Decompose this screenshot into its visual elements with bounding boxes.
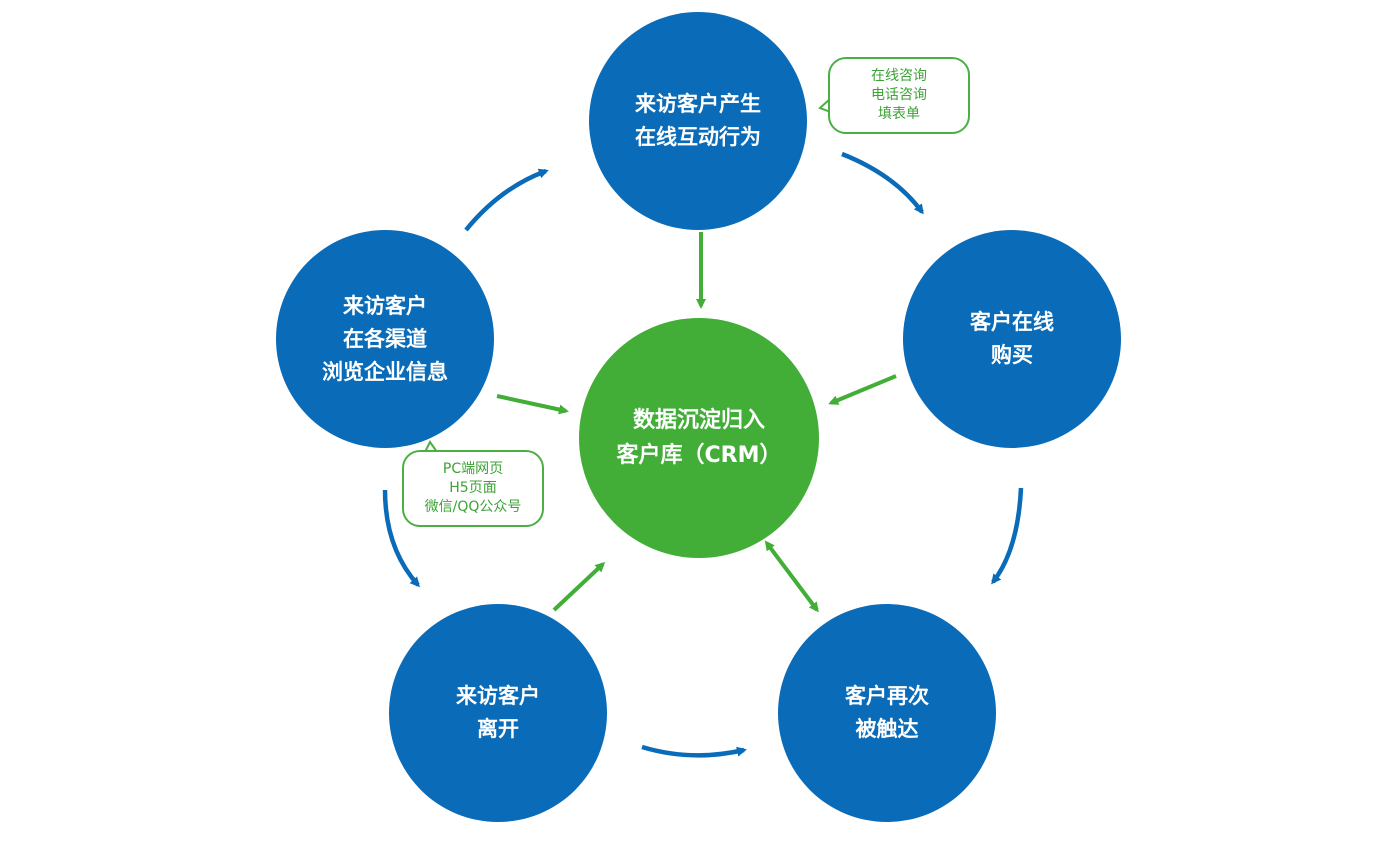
node-visitor-browses-line2: 在各渠道: [343, 326, 427, 351]
callout-interaction-channels: 在线咨询 电话咨询 填表单: [828, 57, 970, 134]
arrow-browse-to-crm: [496, 394, 569, 415]
crm-line2: 客户库（CRM）: [616, 443, 782, 468]
node-recontacted-line2: 被触达: [855, 717, 919, 741]
node-online-purchase: 客户在线 购买: [903, 230, 1121, 448]
arrow-buy-to-retouch: [991, 487, 1024, 585]
node-online-interaction: 来访客户产生 在线互动行为: [589, 12, 807, 230]
node-recontacted: 客户再次 被触达: [778, 604, 996, 822]
callout-interaction-line1: 在线咨询: [871, 68, 927, 84]
node-visitor-leaves-line1: 来访客户: [456, 684, 540, 708]
callout-browse-line1: PC端网页: [442, 461, 504, 477]
node-visitor-leaves: 来访客户 离开: [389, 604, 607, 822]
node-recontacted-line1: 客户再次: [845, 684, 929, 708]
arrow-interact-to-buy: [841, 151, 924, 215]
arrow-buy-to-crm: [828, 374, 897, 405]
node-visitor-browses-line3: 浏览企业信息: [322, 359, 448, 384]
callout-interaction-line2: 电话咨询: [871, 87, 927, 103]
arrow-browse-to-leave: [382, 489, 420, 588]
node-online-interaction-line1: 来访客户产生: [635, 92, 761, 116]
node-online-purchase-line1: 客户在线: [970, 310, 1054, 334]
node-online-interaction-line2: 在线互动行为: [635, 125, 761, 149]
callout-browse-line2: H5页面: [449, 480, 497, 496]
node-visitor-browses: 来访客户 在各渠道 浏览企业信息: [276, 230, 494, 448]
callout-interaction-line3: 填表单: [878, 106, 920, 122]
node-visitor-browses-line1: 来访客户: [343, 293, 427, 318]
arrow-leave-to-retouch: [641, 744, 747, 758]
crm-center-node: 数据沉淀归入 客户库（CRM）: [579, 318, 819, 558]
callout-tail-left: [424, 440, 438, 453]
arrow-leave-to-crm: [552, 561, 606, 612]
arrow-browse-to-interact: [464, 168, 549, 232]
node-online-purchase-line2: 购买: [991, 343, 1033, 367]
callout-browse-line3: 微信/QQ公众号: [424, 499, 522, 515]
arrow-crm-retouch-bidirectional: [764, 540, 819, 613]
crm-line1: 数据沉淀归入: [632, 408, 765, 433]
node-visitor-leaves-line2: 离开: [477, 717, 519, 741]
callout-browse-channels: PC端网页 H5页面 微信/QQ公众号: [402, 450, 544, 527]
